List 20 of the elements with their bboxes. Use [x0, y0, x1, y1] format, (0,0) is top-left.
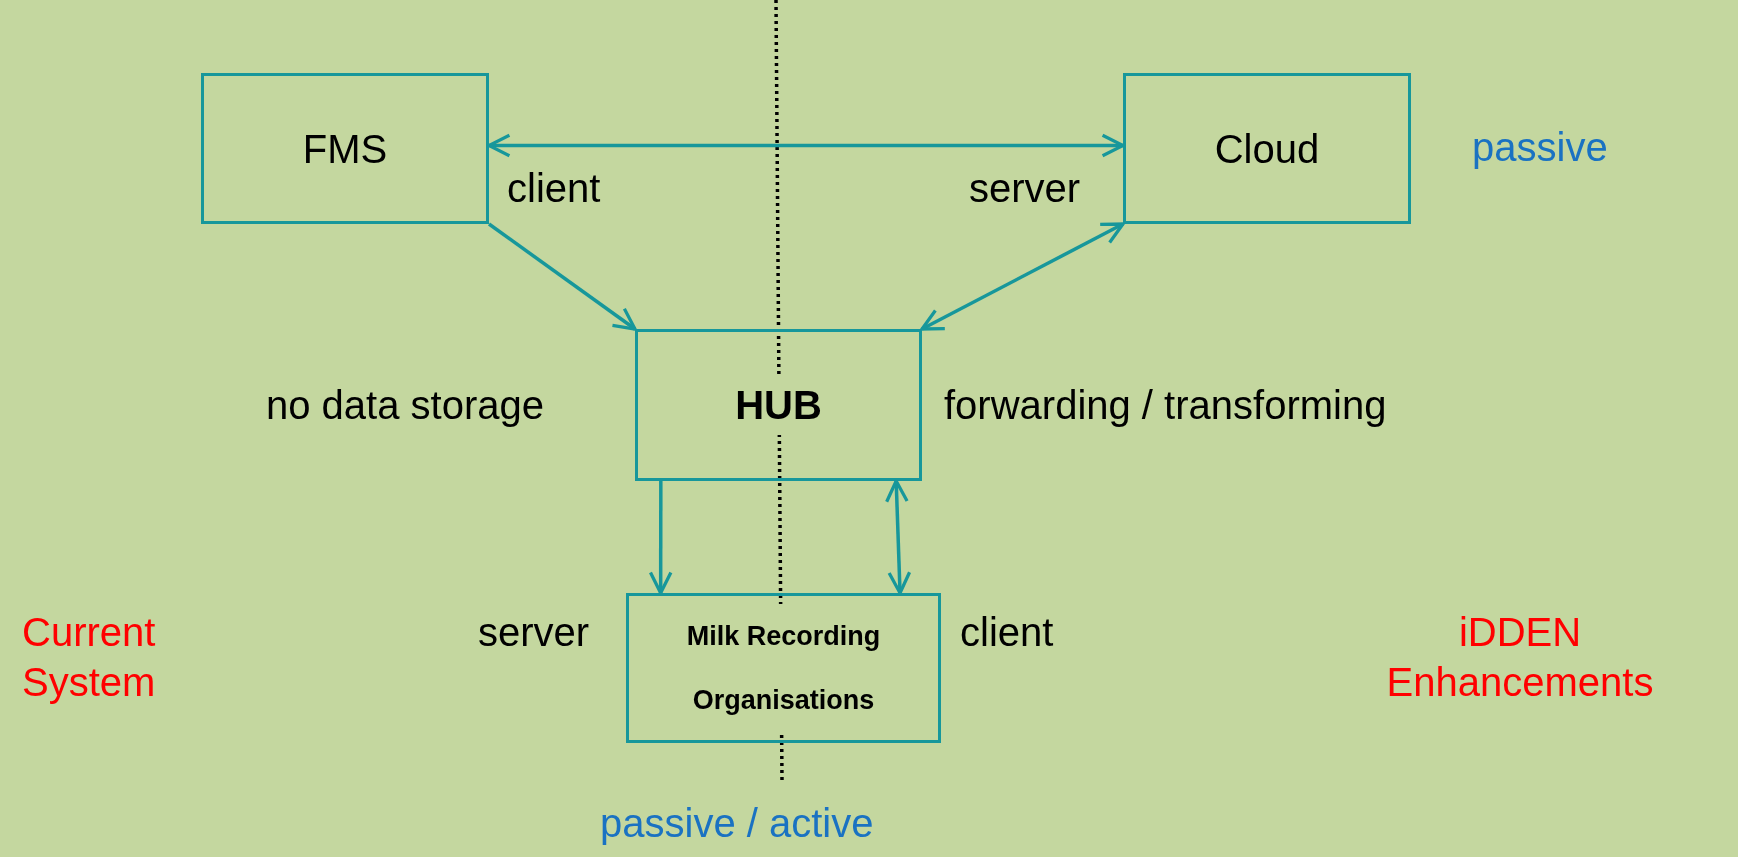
- role-label: client: [507, 165, 601, 212]
- role-label: server: [478, 609, 590, 656]
- status-label: passive / active: [600, 800, 874, 847]
- status-label: passive: [1472, 124, 1608, 171]
- arrow: [487, 222, 637, 331]
- process-box: [1123, 73, 1411, 224]
- section-label: Current System: [22, 609, 157, 706]
- process-box: [201, 73, 489, 224]
- note-label: forwarding / transforming: [944, 382, 1387, 429]
- arrow: [487, 133, 1125, 158]
- arrow: [885, 479, 912, 595]
- role-label: client: [960, 609, 1054, 656]
- hub-box: [635, 329, 922, 481]
- role-label: server: [969, 165, 1081, 212]
- arrow: [648, 481, 673, 595]
- note-label: no data storage: [266, 382, 544, 429]
- box-label: HUB: [735, 375, 822, 435]
- arrow: [920, 222, 1125, 331]
- process-box: [626, 593, 941, 743]
- section-label: iDDEN Enhancements: [1385, 609, 1655, 706]
